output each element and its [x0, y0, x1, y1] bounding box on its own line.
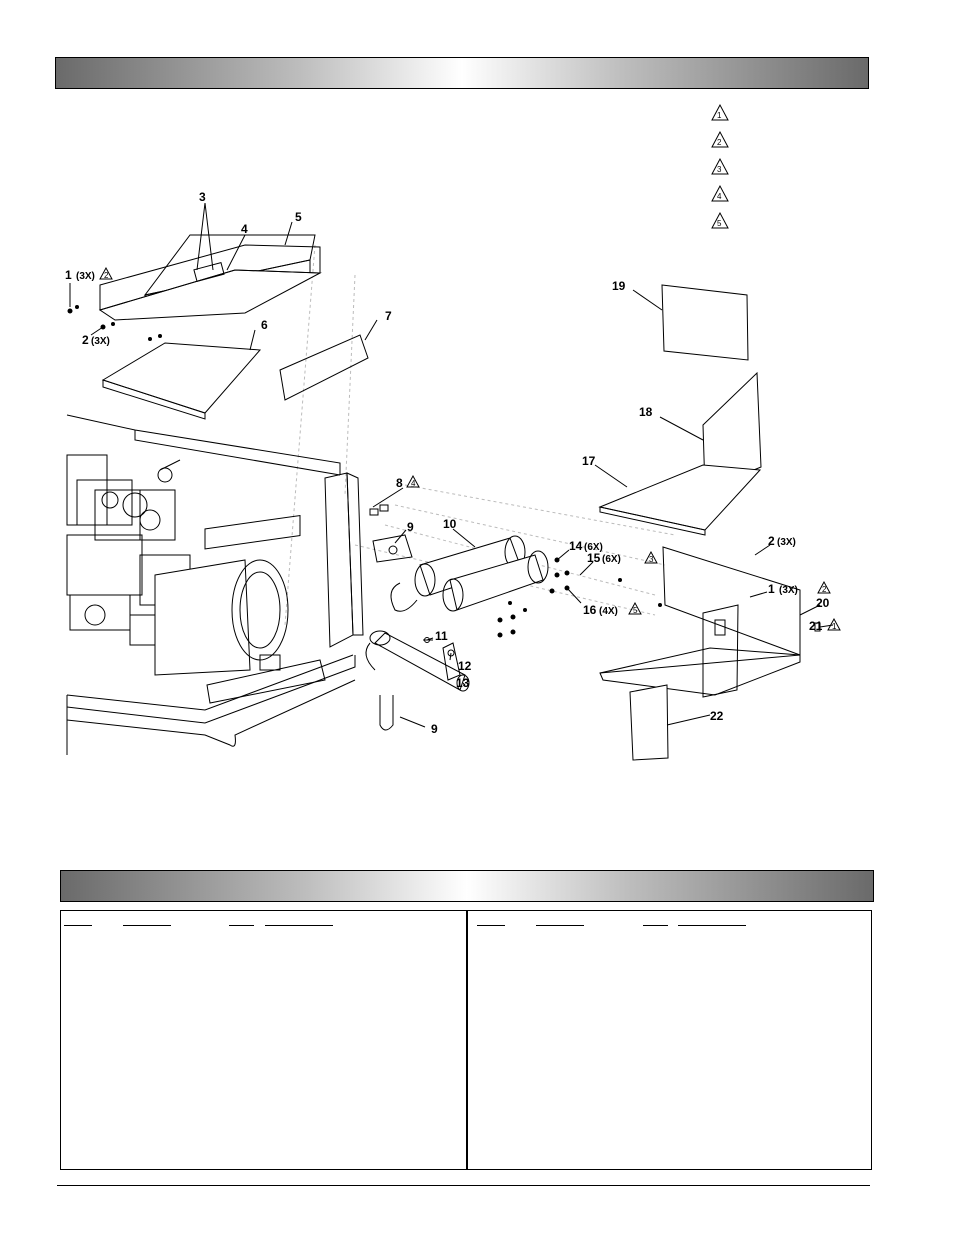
header-underline [265, 925, 333, 926]
note-triangle-icon: 1 [711, 103, 729, 121]
callout-1-qty: (3X) [779, 585, 798, 596]
enclosure-frame [66, 414, 364, 755]
section-header-bar-diagram [55, 57, 869, 89]
note-triangle-icon [628, 601, 642, 615]
callout-7: 7 [385, 309, 392, 323]
note-triangle-number: 3 [717, 165, 722, 174]
callout-3: 3 [199, 190, 206, 204]
side-insulation-strip [279, 334, 369, 401]
callout-20: 20 [816, 596, 830, 610]
callout-2-qty: (3X) [777, 537, 796, 548]
callout-13: 13 [456, 676, 470, 690]
callout-2: 2 [768, 534, 775, 548]
alternator-housing [154, 514, 326, 704]
header-underline [477, 925, 505, 926]
header-underline [123, 925, 171, 926]
note-triangle-icon [406, 474, 420, 488]
callout-16: 16 [583, 603, 597, 617]
note-triangle-icon: 5 [711, 211, 729, 229]
muffler-fasteners [497, 557, 662, 638]
callout-11: 11 [435, 629, 448, 643]
note-triangle-icon [817, 580, 831, 594]
callout-1: 1 [768, 582, 775, 596]
parts-list-column-divider [466, 911, 468, 1169]
callout-10: 10 [443, 517, 457, 531]
note-triangle-icon: 4 [711, 184, 729, 202]
side-cover-part [599, 546, 801, 698]
note-triangle-number: 1 [717, 111, 722, 120]
right-insulation-panels [598, 284, 762, 536]
header-underline [64, 925, 92, 926]
callout-labels: 3 4 5 1 (3X) 2 2 (3X) 6 7 19 18 17 8 4 9… [65, 190, 841, 736]
note-triangle-icon [827, 617, 841, 631]
top-cover-part [98, 234, 322, 321]
note-triangle-number: 5 [717, 219, 722, 228]
callout-22: 22 [710, 709, 724, 723]
callout-4: 4 [241, 222, 248, 236]
callout-21: 21 [809, 619, 823, 633]
exhaust-tailpipe [365, 630, 470, 731]
callout-18: 18 [639, 405, 653, 419]
callout-19: 19 [612, 279, 626, 293]
callout-15-note: 3 [649, 555, 654, 564]
note-legend: 1 2 3 4 5 [711, 103, 729, 229]
callout-17: 17 [582, 454, 596, 468]
callout-8-note: 4 [411, 479, 416, 488]
callout-1-qty: (3X) [76, 271, 95, 282]
exhaust-hardware [369, 504, 413, 563]
callout-21-note: 1 [832, 622, 837, 631]
note-triangle-icon [644, 550, 658, 564]
callout-8: 8 [396, 476, 403, 490]
callout-2-qty: (3X) [91, 336, 110, 347]
section-header-bar-parts-list [60, 870, 874, 902]
side-hardware [629, 622, 834, 761]
note-triangle-icon [99, 266, 113, 280]
callout-15-qty: (6X) [602, 554, 621, 565]
footer-rule [57, 1185, 870, 1186]
callout-9: 9 [407, 520, 414, 534]
header-underline [678, 925, 746, 926]
callout-14-qty: (6X) [584, 542, 603, 553]
callout-6: 6 [261, 318, 268, 332]
callout-14: 14 [569, 539, 583, 553]
callout-15: 15 [587, 551, 601, 565]
top-insulation-panel [101, 342, 262, 420]
header-underline [536, 925, 584, 926]
note-triangle-number: 4 [717, 192, 722, 201]
callout-1-note: 2 [104, 271, 109, 280]
note-triangle-number: 2 [717, 138, 722, 147]
callout-16-qty: (4X) [599, 606, 618, 617]
leader-lines [69, 202, 821, 728]
exploded-parts-diagram: 1 2 3 4 5 [65, 103, 841, 761]
header-underline [229, 925, 254, 926]
callout-16-note: 5 [633, 606, 638, 615]
callout-5: 5 [295, 210, 302, 224]
note-triangle-icon: 2 [711, 130, 729, 148]
callout-2: 2 [82, 333, 89, 347]
parts-list-table [60, 910, 872, 1170]
callout-1: 1 [65, 268, 72, 282]
muffler-pair [390, 535, 549, 612]
hardware-fasteners [67, 305, 162, 341]
note-triangle-icon: 3 [711, 157, 729, 175]
callout-1-note: 2 [822, 585, 827, 594]
callout-12: 12 [458, 659, 472, 673]
header-underline [643, 925, 668, 926]
callout-9: 9 [431, 722, 438, 736]
